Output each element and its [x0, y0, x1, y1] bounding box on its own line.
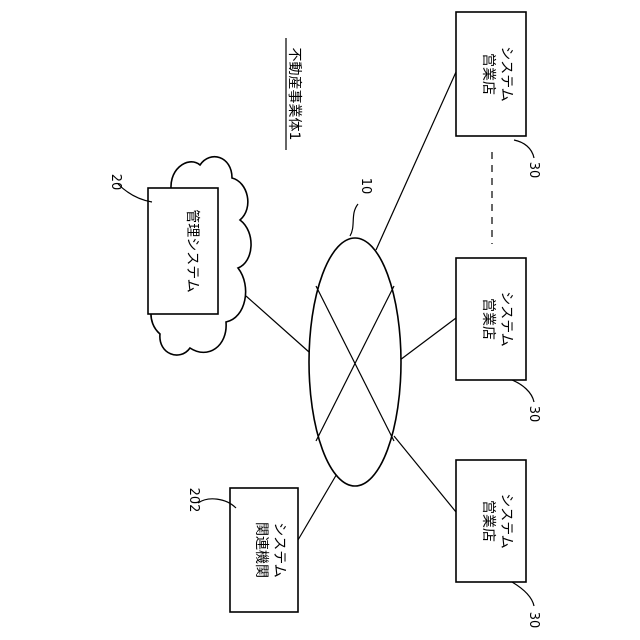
store-bottom-label-line1: 営業店 [480, 500, 496, 542]
ref-management: 20 [108, 174, 123, 191]
leader-store-bottom [512, 582, 534, 606]
leader-store-top [514, 140, 534, 158]
leader-network [350, 204, 358, 236]
store-mid-label-line1: 営業店 [480, 298, 496, 340]
link-store-bottom [394, 436, 456, 512]
related-agency-label-line2: システム [271, 522, 287, 578]
store-mid-label-line2: システム [498, 291, 514, 347]
ref-store-top: 30 [526, 162, 541, 179]
ref-store-mid: 30 [526, 406, 541, 423]
store-bottom-label-line2: システム [498, 493, 514, 549]
link-store-mid [400, 318, 456, 360]
link-management [246, 296, 309, 352]
title-group: 不動産事業体1 [286, 38, 302, 150]
network-ellipse [309, 238, 401, 486]
management-system-box [148, 188, 218, 314]
link-related [298, 472, 338, 540]
management-system-label: 管理システム [184, 209, 200, 293]
store-top-label-line2: システム [498, 46, 514, 102]
store-top-label-line1: 営業店 [480, 53, 496, 95]
leader-store-mid [512, 380, 534, 402]
ref-network: 10 [358, 178, 373, 195]
title-label: 不動産事業体1 [286, 48, 302, 141]
ref-store-bottom: 30 [526, 612, 541, 629]
link-store-top [376, 72, 456, 250]
ref-related: 202 [186, 488, 201, 513]
related-agency-label-line1: 関連機関 [253, 522, 269, 578]
